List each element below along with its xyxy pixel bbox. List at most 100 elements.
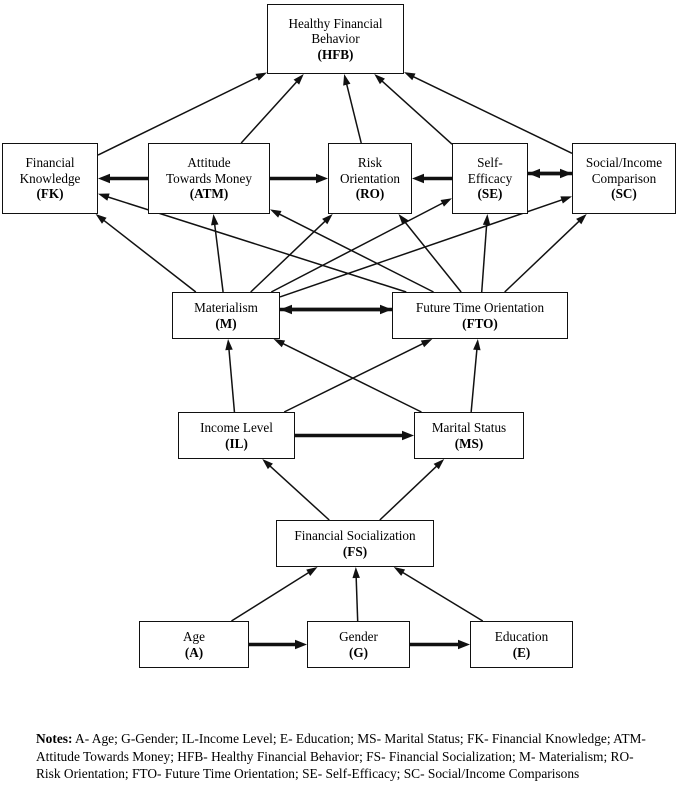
- arrow-head: [273, 339, 286, 348]
- arrow-shaft: [231, 571, 310, 622]
- arrow-head: [211, 214, 219, 226]
- arrow-shaft: [269, 465, 330, 521]
- node-label-il: Income Level: [200, 419, 273, 435]
- node-box-ro: Risk Orientation(RO): [328, 143, 412, 214]
- node-code-ms: (MS): [454, 435, 484, 451]
- edge-atm-to-ro: [270, 173, 328, 184]
- arrow-shaft: [504, 220, 580, 293]
- arrow-head: [528, 168, 540, 179]
- node-box-fk: Financial Knowledge(FK): [2, 143, 98, 214]
- arrow-shaft: [404, 221, 462, 293]
- edge-a-to-g: [249, 639, 307, 650]
- arrow-shaft: [282, 342, 422, 413]
- edge-fto-to-ro: [398, 214, 462, 293]
- node-box-g: Gender(G): [307, 621, 410, 668]
- node-box-m: Materialism(M): [172, 292, 280, 339]
- edge-il-to-m: [225, 339, 236, 413]
- arrow-shaft: [381, 80, 453, 145]
- arrow-shaft: [412, 75, 573, 155]
- edge-atm-to-hfb: [240, 74, 304, 144]
- edge-m-to-sc: [279, 196, 572, 298]
- arrow-shaft: [278, 213, 434, 293]
- node-code-fto: (FTO): [462, 315, 498, 331]
- node-label-se: Self- Efficacy: [467, 155, 513, 186]
- arrow-head: [270, 209, 282, 218]
- node-box-se: Self- Efficacy(SE): [452, 143, 528, 214]
- arrow-head: [412, 173, 424, 184]
- node-code-a: (A): [184, 644, 204, 660]
- arrow-head: [343, 74, 351, 86]
- edge-atm-to-fk: [98, 173, 148, 184]
- edge-m-to-atm: [211, 214, 224, 293]
- node-label-fk: Financial Knowledge: [19, 155, 81, 186]
- notes-text: A- Age; G-Gender; IL-Income Level; E- Ed…: [36, 731, 646, 782]
- arrow-shaft: [379, 465, 438, 521]
- arrow-head: [255, 72, 267, 81]
- node-label-ms: Marital Status: [431, 419, 507, 435]
- node-code-g: (G): [348, 644, 369, 660]
- arrow-head: [473, 339, 481, 351]
- node-box-a: Age(A): [139, 621, 249, 668]
- edge-g-to-fs: [352, 567, 360, 622]
- arrow-head: [433, 459, 445, 470]
- node-code-atm: (ATM): [189, 186, 229, 202]
- arrow-shaft: [279, 198, 563, 298]
- edge-sc-to-hfb: [404, 72, 573, 155]
- edge-m-to-ro: [250, 214, 333, 293]
- node-label-fs: Financial Socialization: [294, 527, 416, 543]
- arrow-head: [322, 214, 333, 225]
- edge-il-to-fto: [283, 339, 433, 413]
- arrow-shaft: [355, 577, 359, 622]
- edge-fk-to-hfb: [97, 72, 267, 156]
- node-label-e: Education: [494, 628, 549, 644]
- edge-ms-to-m: [273, 339, 422, 413]
- node-code-ro: (RO): [355, 186, 385, 202]
- arrow-head: [280, 304, 292, 315]
- arrow-shaft: [213, 223, 224, 293]
- arrow-head: [404, 72, 416, 81]
- arrow-shaft: [402, 571, 484, 622]
- arrow-head: [482, 214, 491, 226]
- node-label-ro: Risk Orientation: [339, 155, 401, 186]
- arrow-head: [262, 459, 273, 470]
- arrow-head: [95, 214, 107, 224]
- node-label-m: Materialism: [194, 299, 258, 315]
- node-code-sc: (SC): [611, 186, 637, 202]
- edge-il-to-ms: [295, 430, 414, 441]
- edge-ro-to-hfb: [343, 74, 362, 144]
- arrow-shaft: [480, 224, 488, 293]
- node-code-il: (IL): [225, 435, 248, 451]
- arrow-head: [420, 339, 433, 348]
- arrow-head: [352, 567, 360, 579]
- node-box-e: Education(E): [470, 621, 573, 668]
- edge-fto-to-sc: [504, 214, 587, 293]
- node-label-fto: Future Time Orientation: [415, 299, 545, 315]
- notes-block: Notes: A- Age; G-Gender; IL-Income Level…: [36, 730, 648, 783]
- edge-se-to-hfb: [374, 74, 453, 145]
- edge-a-to-fs: [231, 567, 318, 622]
- arrow-head: [98, 173, 110, 184]
- arrow-head: [560, 196, 572, 204]
- node-code-e: (E): [512, 644, 531, 660]
- edge-fto-to-m: [280, 304, 392, 315]
- arrow-shaft: [470, 349, 478, 413]
- edge-fs-to-ms: [379, 459, 445, 521]
- arrow-head: [398, 214, 409, 225]
- node-box-il: Income Level(IL): [178, 412, 295, 459]
- arrow-shaft: [103, 219, 197, 293]
- node-box-fs: Financial Socialization(FS): [276, 520, 434, 567]
- arrow-shaft: [345, 83, 362, 144]
- node-label-sc: Social/Income Comparison: [585, 155, 663, 186]
- arrow-shaft: [240, 80, 298, 144]
- edge-sc-to-se: [528, 168, 572, 179]
- arrow-head: [374, 74, 385, 85]
- notes-label: Notes:: [36, 731, 73, 746]
- arrow-head: [225, 339, 233, 351]
- edge-e-to-fs: [393, 567, 484, 622]
- node-label-atm: Attitude Towards Money: [166, 155, 252, 186]
- edge-fto-to-atm: [270, 209, 434, 293]
- arrow-shaft: [97, 76, 259, 156]
- arrow-shaft: [250, 220, 326, 293]
- arrow-shaft: [228, 349, 236, 413]
